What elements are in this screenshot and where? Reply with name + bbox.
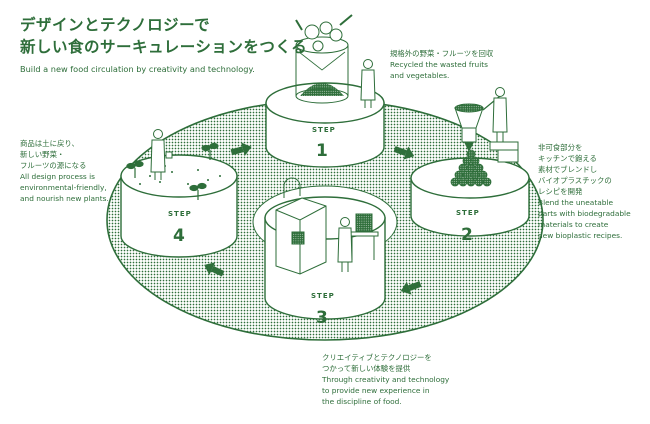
step-2-caption-jp-4: バイオプラスチックの bbox=[538, 176, 612, 185]
arrow-4-to-1 bbox=[230, 142, 252, 156]
step-2-caption-en-4: new bioplastic recipes. bbox=[538, 231, 623, 240]
step-1-caption-en-1: Recycled the wasted fruits bbox=[390, 60, 489, 69]
step-3-label: STEP bbox=[311, 292, 335, 300]
step-3-number: 3 bbox=[316, 308, 328, 328]
step-3-platform bbox=[264, 177, 386, 320]
step-4-caption-jp-2: 新しい野菜・ bbox=[20, 150, 65, 159]
page-title: デザインとテクノロジーで 新しい食のサーキュレーションをつくる bbox=[20, 14, 307, 58]
cycle-arrows bbox=[204, 142, 422, 295]
step-3-caption-en-2: to provide new experience in bbox=[322, 386, 430, 395]
title-line-2: 新しい食のサーキュレーションをつくる bbox=[20, 38, 308, 56]
step-4-caption: 商品は土に戻り、 新しい野菜・ フルーツの源になる All design pro… bbox=[20, 138, 109, 204]
step-3-caption-jp-2: つかって新しい体験を提供 bbox=[322, 364, 411, 373]
step-1-caption: 規格外の野菜・フルーツを回収 Recycled the wasted fruit… bbox=[390, 48, 493, 81]
step-3-caption: クリエイティブとテクノロジーを つかって新しい体験を提供 Through cre… bbox=[322, 352, 449, 407]
arrow-1-to-2 bbox=[393, 146, 415, 160]
step-3-caption-en-3: the discipline of food. bbox=[322, 397, 402, 406]
step-4-caption-jp-1: 商品は土に戻り、 bbox=[20, 139, 79, 148]
arrow-3-to-4 bbox=[204, 262, 225, 277]
page-subtitle: Build a new food circulation by creativi… bbox=[20, 64, 255, 74]
step-2-caption-en-3: materials to create bbox=[538, 220, 609, 229]
step-1-caption-en-2: and vegetables. bbox=[390, 71, 450, 80]
step-1-number: 1 bbox=[316, 141, 328, 161]
step-4-caption-en-3: and nourish new plants. bbox=[20, 194, 109, 203]
step-2-label: STEP bbox=[456, 209, 480, 217]
step-2-caption-en-1: Blend the uneatable bbox=[538, 198, 614, 207]
step-1-label: STEP bbox=[312, 126, 336, 134]
step-3-caption-en-1: Through creativity and technology bbox=[322, 375, 450, 384]
step-2-number: 2 bbox=[461, 225, 473, 245]
step-4-number: 4 bbox=[173, 226, 185, 246]
step-4-caption-en-1: All design process is bbox=[20, 172, 96, 181]
step-2-platform bbox=[410, 87, 530, 237]
step-1-caption-jp-1: 規格外の野菜・フルーツを回収 bbox=[390, 49, 494, 58]
step-4-caption-en-2: environmental-friendly, bbox=[20, 183, 107, 192]
step-2-caption-en-2: parts with biodegradable bbox=[538, 209, 631, 218]
arrow-2-to-3 bbox=[400, 281, 422, 295]
step-4-platform bbox=[120, 129, 238, 258]
step-4-caption-jp-3: フルーツの源になる bbox=[20, 161, 87, 170]
step-2-caption-jp-2: キッチンで飽える bbox=[538, 154, 597, 163]
step-4-label: STEP bbox=[168, 210, 192, 218]
step-1-platform bbox=[265, 14, 385, 168]
title-line-1: デザインとテクノロジーで bbox=[20, 16, 211, 34]
step-2-caption: 非可食部分を キッチンで飽える 素材でブレンドし バイオプラスチックの レシピを… bbox=[538, 142, 631, 241]
step-2-caption-jp-5: レシピを開発 bbox=[538, 187, 583, 196]
step-2-caption-jp-3: 素材でブレンドし bbox=[538, 165, 598, 174]
step-2-caption-jp-1: 非可食部分を bbox=[538, 143, 583, 152]
step-3-caption-jp-1: クリエイティブとテクノロジーを bbox=[322, 353, 432, 362]
